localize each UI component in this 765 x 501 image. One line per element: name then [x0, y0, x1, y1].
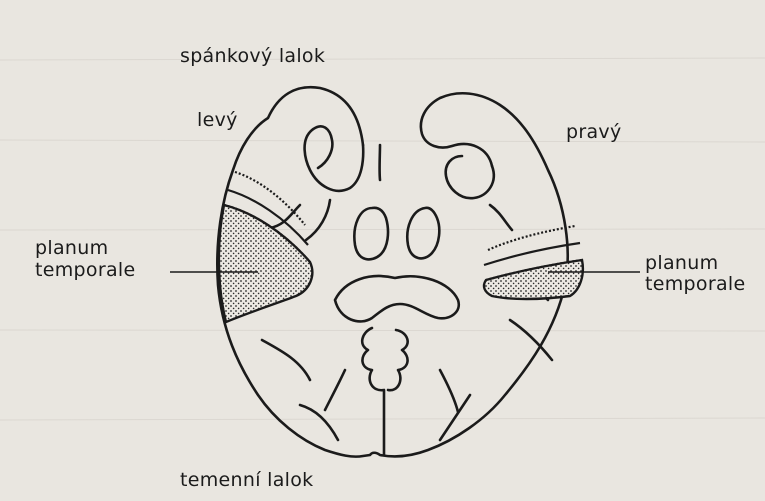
right-sulcus-1 — [510, 320, 552, 360]
right-sulcus-3 — [490, 205, 512, 230]
left-sulcus-4 — [306, 200, 330, 240]
left-sylvian-fissure — [305, 126, 364, 190]
paper-texture — [0, 58, 765, 420]
label-right: pravý — [566, 122, 622, 142]
label-planum-right-line2: temporale — [645, 274, 745, 294]
left-planum-temporale-region — [219, 205, 312, 322]
label-temporal-lobe: spánkový lalok — [180, 46, 325, 66]
left-sulcus-1 — [262, 340, 310, 380]
midbrain — [335, 276, 459, 321]
left-sulcus-3 — [270, 205, 300, 228]
right-ventricle — [407, 208, 439, 259]
right-sylvian-fissure — [446, 156, 494, 198]
left-sulcus-5 — [325, 370, 345, 410]
brainstem — [362, 328, 407, 455]
label-planum-right-line1: planum — [645, 253, 718, 273]
label-planum-left-line2: temporale — [35, 260, 135, 280]
right-sulcus-4 — [440, 370, 458, 412]
label-parietal-lobe: temenní lalok — [180, 470, 313, 490]
label-left: levý — [197, 110, 238, 130]
left-sulcus-2 — [300, 405, 338, 440]
left-ventricle — [354, 208, 388, 260]
label-planum-left-line1: planum — [35, 238, 108, 258]
right-planum-temporale-region — [484, 260, 583, 299]
